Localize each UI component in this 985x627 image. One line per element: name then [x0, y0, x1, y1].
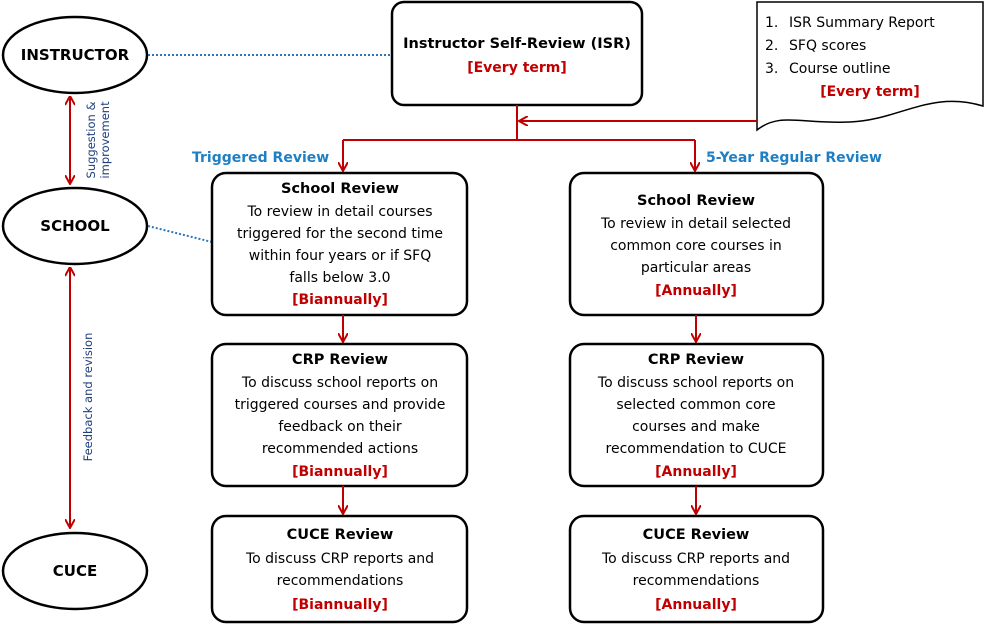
- triggered-crp-title: CRP Review: [292, 352, 388, 368]
- regular-crp-line-1: To discuss school reports on: [597, 375, 794, 391]
- instructor-label: INSTRUCTOR: [21, 46, 130, 64]
- triggered-cuce-line-2: recommendations: [277, 573, 404, 589]
- triggered-school-line-3: within four years or if SFQ: [249, 248, 431, 264]
- regular-crp-frequency: [Annually]: [655, 464, 737, 480]
- triggered-cuce-title: CUCE Review: [287, 527, 394, 543]
- triggered-school-review-box: School Review To review in detail course…: [210, 171, 469, 317]
- regular-school-review-box: School Review To review in detail select…: [568, 171, 825, 317]
- isr-box: Instructor Self-Review (ISR) [Every term…: [390, 0, 644, 107]
- triggered-cuce-frequency: [Biannually]: [292, 597, 388, 613]
- regular-crp-line-2: selected common core: [616, 397, 775, 413]
- triggered-school-line-4: falls below 3.0: [289, 270, 390, 286]
- regular-cuce-title: CUCE Review: [643, 527, 750, 543]
- regular-crp-line-3: courses and make: [632, 419, 760, 435]
- regular-cuce-line-1: To discuss CRP reports and: [601, 551, 790, 567]
- regular-review-label: 5-Year Regular Review: [706, 150, 882, 166]
- triggered-crp-line-1: To discuss school reports on: [241, 375, 438, 391]
- triggered-cuce-line-1: To discuss CRP reports and: [245, 551, 434, 567]
- regular-school-line-2: common core courses in: [610, 238, 782, 254]
- regular-crp-title: CRP Review: [648, 352, 744, 368]
- cuce-label: CUCE: [53, 562, 97, 580]
- triggered-crp-frequency: [Biannually]: [292, 464, 388, 480]
- triggered-review-label: Triggered Review: [192, 150, 329, 166]
- feedback-label: Feedback and revision: [81, 333, 95, 462]
- doc-item-3: Course outline: [789, 61, 891, 77]
- documents-shape: 1. ISR Summary Report 2. SFQ scores 3. C…: [756, 1, 984, 132]
- triggered-school-title: School Review: [281, 181, 399, 197]
- doc-frequency: [Every term]: [820, 84, 920, 100]
- triggered-school-line-1: To review in detail courses: [246, 204, 432, 220]
- triggered-crp-review-box: CRP Review To discuss school reports on …: [210, 342, 469, 488]
- doc-number-2: 2.: [765, 38, 778, 54]
- cuce-node: CUCE: [1, 531, 149, 611]
- suggestion-label-line2: improvement: [98, 101, 112, 179]
- doc-item-1: ISR Summary Report: [789, 15, 935, 31]
- school-node: SCHOOL: [1, 186, 149, 266]
- regular-cuce-line-2: recommendations: [633, 573, 760, 589]
- isr-frequency: [Every term]: [467, 60, 567, 76]
- isr-title: Instructor Self-Review (ISR): [403, 36, 631, 52]
- suggestion-label-line1: Suggestion &: [84, 102, 98, 179]
- triggered-cuce-review-box: CUCE Review To discuss CRP reports and r…: [210, 514, 469, 624]
- triggered-crp-line-4: recommended actions: [262, 441, 418, 457]
- school-label: SCHOOL: [40, 217, 110, 235]
- regular-school-line-1: To review in detail selected: [600, 216, 791, 232]
- regular-cuce-frequency: [Annually]: [655, 597, 737, 613]
- triggered-crp-line-2: triggered courses and provide: [235, 397, 446, 413]
- regular-school-frequency: [Annually]: [655, 283, 737, 299]
- triggered-school-frequency: [Biannually]: [292, 292, 388, 308]
- instructor-node: INSTRUCTOR: [1, 15, 149, 95]
- doc-number-3: 3.: [765, 61, 778, 77]
- regular-school-line-3: particular areas: [641, 260, 751, 276]
- regular-school-title: School Review: [637, 193, 755, 209]
- school-review-connector: [147, 225, 213, 243]
- regular-cuce-review-box: CUCE Review To discuss CRP reports and r…: [568, 514, 825, 624]
- regular-crp-line-4: recommendation to CUCE: [606, 441, 787, 457]
- triggered-crp-line-3: feedback on their: [278, 419, 402, 435]
- doc-item-2: SFQ scores: [789, 38, 866, 54]
- regular-crp-review-box: CRP Review To discuss school reports on …: [568, 342, 825, 488]
- triggered-school-line-2: triggered for the second time: [237, 226, 443, 242]
- doc-number-1: 1.: [765, 15, 778, 31]
